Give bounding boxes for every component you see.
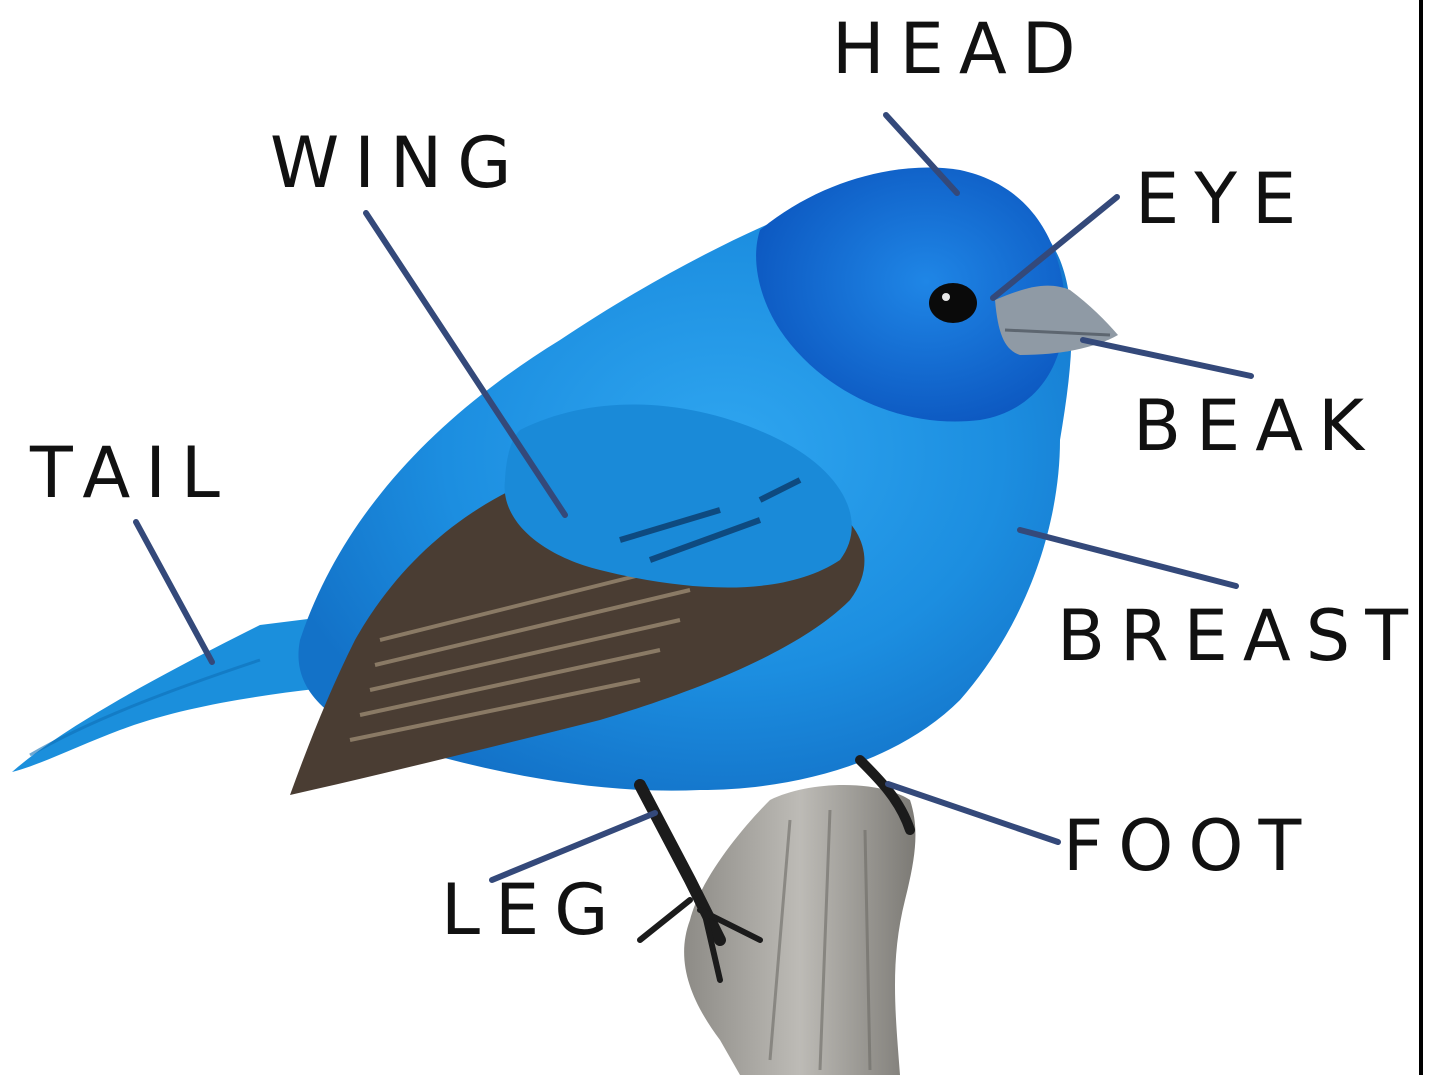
bird-icon (12, 168, 1118, 981)
label-tail: TAIL (29, 432, 235, 514)
label-leg: LEG (441, 869, 623, 951)
label-beak: BEAK (1133, 385, 1379, 467)
label-head: HEAD (832, 8, 1091, 90)
beak-leader-line (1083, 340, 1251, 376)
label-wing: WING (270, 122, 526, 204)
label-eye: EYE (1135, 158, 1311, 240)
tail-leader-line (136, 522, 212, 662)
breast-leader-line (1020, 530, 1236, 586)
label-breast: BREAST (1057, 595, 1423, 677)
label-foot: FOOT (1063, 805, 1316, 887)
